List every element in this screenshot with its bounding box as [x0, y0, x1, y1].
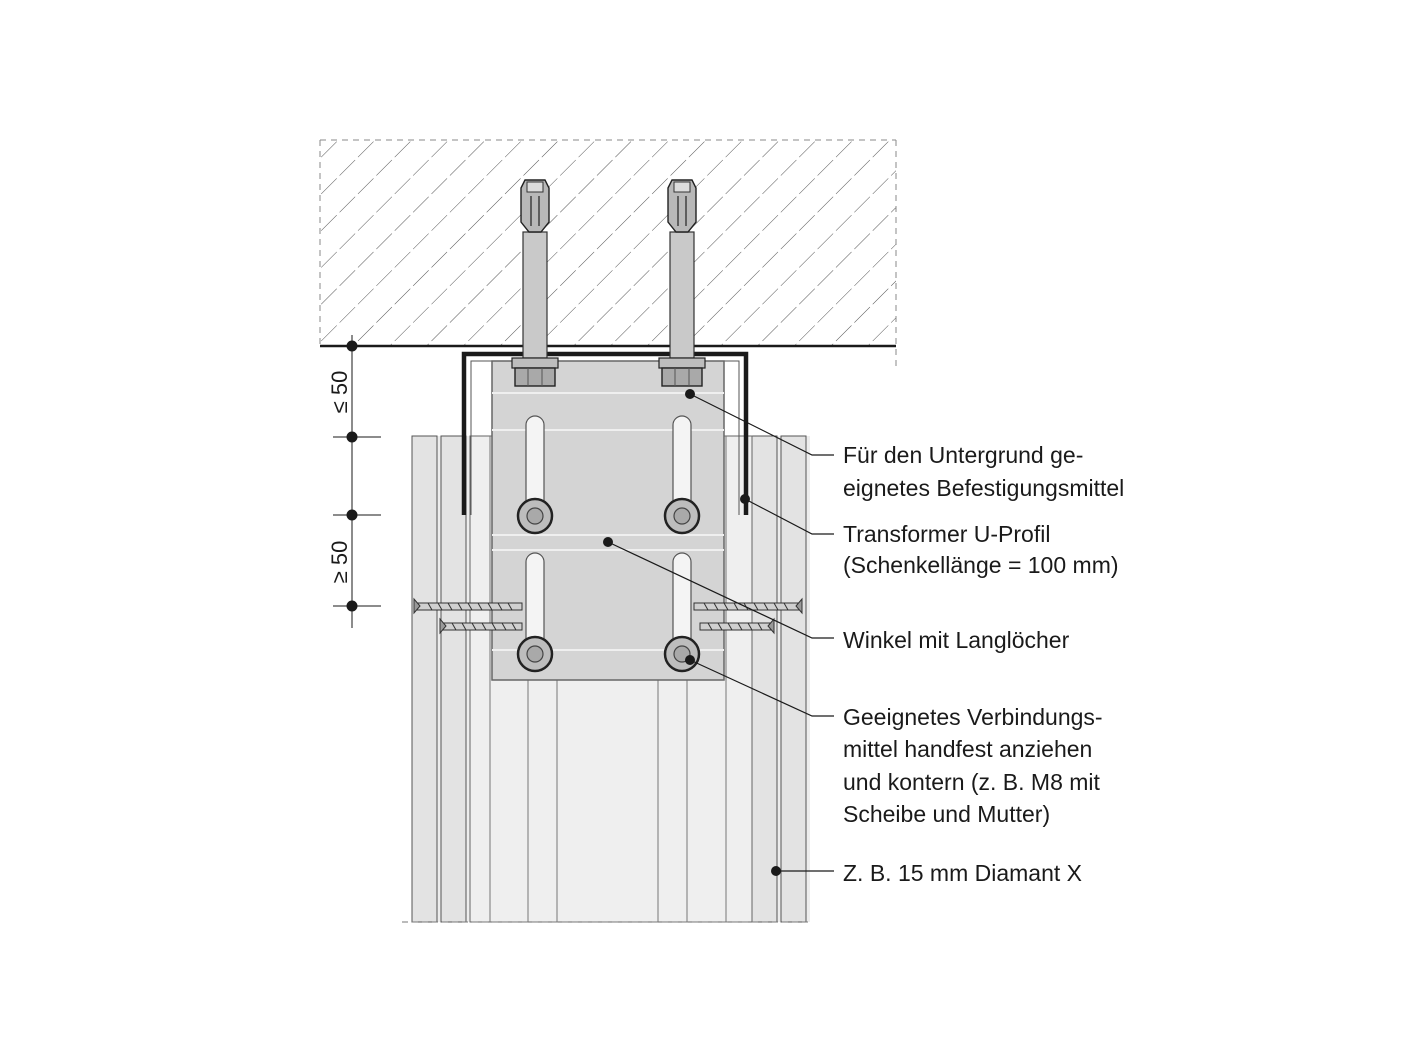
screw-icon	[413, 597, 523, 615]
label-line: Scheibe und Mutter)	[843, 801, 1050, 827]
label-board: Z. B. 15 mm Diamant X	[843, 860, 1082, 886]
label-u-profile: Transformer U-Profil (Schenkellänge = 10…	[843, 521, 1119, 578]
connection-bolts	[516, 497, 701, 673]
label-fastener: Für den Untergrund ge- eignetes Befestig…	[843, 442, 1124, 501]
label-line: Für den Untergrund ge-	[843, 442, 1083, 468]
bolt-icon	[663, 635, 701, 673]
label-line: mittel handfest anziehen	[843, 736, 1092, 762]
dimension-lower: ≥ 50	[327, 541, 352, 584]
screw-icon	[699, 617, 775, 635]
label-line: Z. B. 15 mm Diamant X	[843, 860, 1082, 886]
bolt-icon	[516, 635, 554, 673]
dimension-chain	[333, 335, 381, 628]
board-screws	[413, 597, 803, 635]
bolt-icon	[663, 497, 701, 535]
leader-lines	[607, 393, 834, 872]
label-line: Winkel mit Langlöcher	[843, 627, 1070, 653]
leader-dots	[603, 389, 781, 876]
ceiling-slab	[319, 139, 897, 366]
label-connector: Geeignetes Verbindungs- mittel handfest …	[843, 704, 1103, 827]
screw-icon	[693, 597, 803, 615]
anchor-icon	[658, 179, 706, 387]
anchor-icon	[511, 179, 559, 387]
label-line: eignetes Befestigungsmittel	[843, 475, 1124, 501]
label-angle: Winkel mit Langlöcher	[843, 627, 1070, 653]
label-line: Transformer U-Profil	[843, 521, 1050, 547]
u-profile	[461, 351, 749, 515]
dimension-upper: ≤ 50	[327, 371, 352, 414]
label-line: Geeignetes Verbindungs-	[843, 704, 1103, 730]
label-line: und kontern (z. B. M8 mit	[843, 769, 1101, 795]
bolt-icon	[516, 497, 554, 535]
ceiling-anchors	[511, 179, 706, 387]
screw-icon	[439, 617, 523, 635]
label-line: (Schenkellänge = 100 mm)	[843, 552, 1119, 578]
